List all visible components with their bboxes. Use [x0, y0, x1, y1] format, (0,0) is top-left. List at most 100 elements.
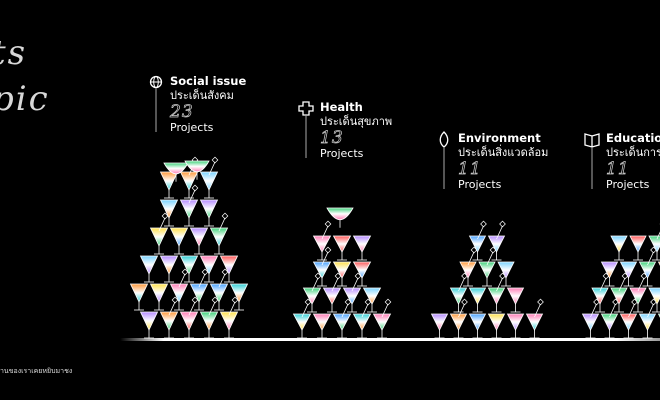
category-count: 23 — [170, 102, 194, 122]
cocktail-glass — [199, 171, 219, 191]
cocktail-garnish — [191, 184, 199, 192]
cocktail-pick — [628, 303, 635, 318]
cocktail-pick — [656, 231, 660, 240]
category-thai: ประเด็นการ — [606, 146, 660, 159]
cocktail-glass — [312, 235, 332, 253]
cocktail-glass — [229, 283, 249, 303]
cocktail-glass — [468, 313, 487, 331]
cocktail-glass — [487, 287, 506, 305]
wine-glass — [326, 207, 354, 221]
cocktail-glass — [149, 283, 169, 303]
cocktail-pick — [218, 273, 226, 288]
cocktail-glass — [219, 311, 239, 331]
cocktail-glass — [449, 313, 468, 331]
cocktail-garnish — [364, 298, 372, 306]
globe-icon — [149, 75, 163, 132]
cocktail-garnish — [461, 298, 468, 306]
cocktail-glass — [619, 313, 638, 331]
cocktail-glass — [591, 287, 609, 305]
cocktail-glass — [169, 227, 189, 247]
cocktail-glass — [352, 235, 372, 253]
cocktail-pick — [647, 303, 654, 318]
book-icon — [584, 133, 600, 189]
cocktail-pick — [618, 277, 626, 292]
cocktail-glass — [179, 255, 199, 275]
cocktail-pick — [534, 303, 541, 318]
cocktail-glass — [497, 261, 515, 279]
cocktail-glass — [629, 287, 647, 305]
cocktail-glass — [209, 227, 229, 247]
cocktail-pick — [458, 303, 465, 318]
cocktail-glass — [199, 255, 219, 275]
cocktail-pick — [321, 251, 329, 266]
cocktail-pick — [486, 251, 494, 266]
cocktail-glass — [610, 235, 628, 253]
leaf-icon — [439, 131, 449, 189]
category-name: Environment — [458, 131, 541, 145]
script-title: ts pic — [0, 30, 50, 122]
cocktail-glass — [169, 283, 189, 303]
cocktail-pick — [331, 277, 339, 292]
cocktail-garnish — [304, 298, 312, 306]
cocktail-pick — [599, 277, 607, 292]
cocktail-glass — [149, 227, 169, 247]
cocktail-garnish — [480, 220, 487, 228]
category-name: Health — [320, 100, 363, 114]
cocktail-garnish — [384, 298, 392, 306]
cocktail-glass — [189, 227, 209, 247]
cocktail-garnish — [181, 268, 189, 276]
cocktail-glass — [139, 255, 159, 275]
cocktail-glass — [129, 283, 149, 303]
cocktail-garnish — [324, 220, 332, 228]
cocktail-pick — [609, 303, 616, 318]
cocktail-pick — [590, 303, 597, 318]
cocktail-pick — [198, 273, 206, 288]
cocktail-glass — [139, 311, 159, 331]
category-count: 11 — [606, 159, 630, 179]
category-name: Education — [606, 131, 660, 145]
cocktail-garnish — [201, 268, 209, 276]
cocktail-pick — [158, 217, 166, 232]
cocktail-garnish — [334, 272, 342, 280]
title-line-1: ts — [0, 33, 28, 73]
cocktail-glass — [638, 261, 657, 279]
cocktail-glass — [302, 287, 322, 305]
cocktail-glass — [648, 287, 660, 305]
category-thai: ประเด็นสิ่งแวดล้อม — [458, 146, 549, 159]
cocktail-glass — [292, 313, 312, 331]
title-line-2: pic — [0, 79, 50, 119]
cocktail-glass — [648, 235, 660, 253]
cocktail-glass — [159, 255, 179, 275]
category-name: Social issue — [170, 74, 247, 88]
cocktail-garnish — [231, 296, 239, 304]
cocktail-glass — [506, 287, 525, 305]
cocktail-garnish — [324, 246, 332, 254]
cocktail-glass — [610, 287, 628, 305]
wine-glass — [184, 160, 210, 173]
category-unit: Projects — [458, 178, 502, 191]
cocktail-glass — [199, 311, 219, 331]
cocktail-pick — [351, 277, 359, 292]
cocktail-garnish — [344, 298, 352, 306]
cocktail-glass — [332, 261, 352, 279]
cocktail-glass — [189, 283, 209, 303]
cocktail-garnish — [537, 298, 544, 306]
cocktail-garnish — [221, 268, 229, 276]
cocktail-pick — [477, 225, 484, 240]
cocktail-glass — [581, 313, 600, 331]
cocktail-glass — [179, 311, 199, 331]
cocktail-garnish — [211, 156, 219, 164]
cocktail-pick — [208, 301, 216, 316]
cocktail-glass — [332, 313, 352, 331]
cocktail-glass — [619, 261, 638, 279]
cocktail-glass — [159, 171, 179, 191]
cocktail-garnish — [499, 220, 506, 228]
cocktail-glass — [332, 235, 352, 253]
cocktail-glass — [487, 235, 506, 253]
cocktail-garnish — [314, 272, 322, 280]
cocktail-garnish — [354, 272, 362, 280]
category-count: 11 — [458, 159, 482, 179]
cocktail-glass — [352, 313, 372, 331]
cocktail-pick — [168, 301, 176, 316]
cocktail-garnish — [221, 212, 229, 220]
